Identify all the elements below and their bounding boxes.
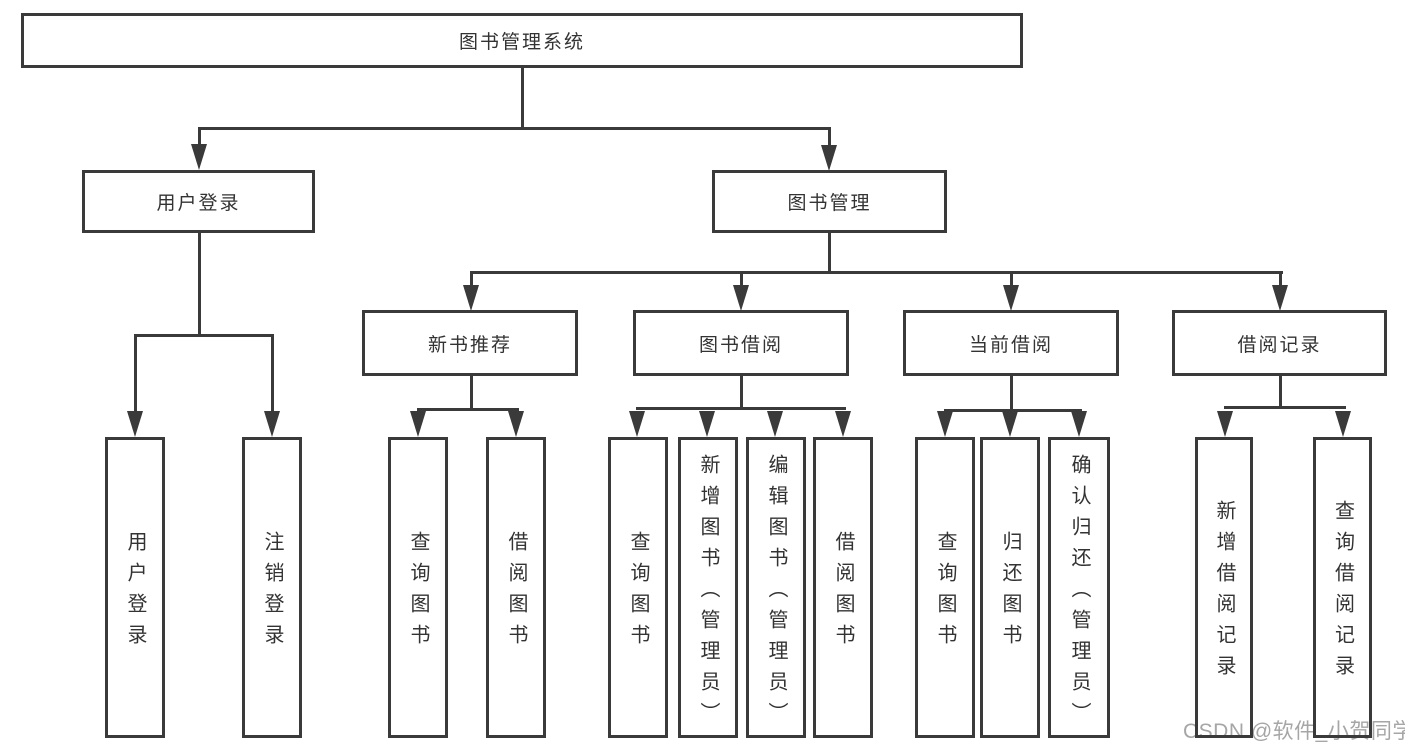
arrow-down-icon [127,411,143,437]
node-book-borrow: 图书借阅 [633,310,849,376]
connector-line [270,334,274,413]
arrow-down-icon [410,411,426,437]
node-new-book-recommend: 新书推荐 [362,310,578,376]
leaf-label: 查询图书 [407,531,429,655]
arrow-down-icon [1217,411,1233,437]
connector-line [635,407,846,410]
leaf-label: 借阅图书 [832,531,854,655]
connector-line [1009,376,1013,412]
arrow-down-icon [629,411,645,437]
node-user-login: 用户登录 [82,170,315,233]
leaf-label: 确认归还（管理员） [1068,453,1090,733]
connector-line [133,334,137,413]
leaf-label: 借阅图书 [505,531,527,655]
node-root-system: 图书管理系统 [21,13,1023,68]
leaf-current-return-books: 归还图书 [980,437,1040,738]
arrow-down-icon [508,411,524,437]
leaf-label: 编辑图书（管理员） [765,453,787,733]
arrow-down-icon [767,411,783,437]
arrow-down-icon [191,144,207,170]
leaf-current-confirm-return-admin: 确认归还（管理员） [1048,437,1110,738]
connector-line [416,408,519,411]
leaf-rec-borrow-books: 借阅图书 [486,437,546,738]
leaf-label: 新增图书（管理员） [697,453,719,733]
connector-line [133,334,274,337]
node-label: 当前借阅 [968,334,1053,356]
node-borrow-records: 借阅记录 [1172,310,1387,376]
arrow-down-icon [699,411,715,437]
arrow-down-icon [1071,411,1087,437]
leaf-current-query-books: 查询图书 [915,437,975,738]
connector-line [469,376,473,411]
node-label: 图书借阅 [698,334,783,356]
connector-line [197,127,831,130]
connector-line [1278,271,1282,288]
leaf-label: 注销登录 [261,531,283,655]
connector-line [827,233,831,274]
leaf-label: 查询图书 [627,531,649,655]
leaf-borrow-query-books: 查询图书 [608,437,668,738]
connector-line [469,271,473,288]
arrow-down-icon [1003,285,1019,311]
connector-line [1009,271,1013,288]
arrow-down-icon [1335,411,1351,437]
leaf-logout: 注销登录 [242,437,302,738]
arrow-down-icon [1272,285,1288,311]
leaf-label: 查询借阅记录 [1331,500,1354,686]
arrow-down-icon [264,411,280,437]
node-current-borrow: 当前借阅 [903,310,1119,376]
csdn-watermark: CSDN @软件_小贺同学 [1183,720,1405,743]
connector-line [739,376,743,410]
connector-line [943,409,1082,412]
leaf-borrow-borrow-books: 借阅图书 [813,437,873,738]
leaf-borrow-add-books-admin: 新增图书（管理员） [678,437,738,738]
arrow-down-icon [463,285,479,311]
node-label: 新书推荐 [427,334,512,356]
leaf-label: 新增借阅记录 [1213,500,1235,686]
node-label: 借阅记录 [1237,334,1322,356]
leaf-label: 归还图书 [999,531,1021,655]
leaf-label: 用户登录 [124,531,146,655]
connector-line [197,233,201,337]
leaf-records-query-record: 查询借阅记录 [1313,437,1372,738]
leaf-rec-query-books: 查询图书 [388,437,448,738]
leaf-label: 查询图书 [934,531,956,655]
connector-line [739,271,743,288]
arrow-down-icon [835,411,851,437]
connector-line [197,127,201,148]
arrow-down-icon [821,145,837,171]
node-label: 图书管理 [787,193,872,214]
leaf-borrow-edit-books-admin: 编辑图书（管理员） [746,437,806,738]
connector-line [1223,406,1346,409]
node-label: 图书管理系统 [458,32,585,53]
connector-line [469,271,1283,274]
connector-line [520,67,524,129]
connector-line [827,127,831,148]
arrow-down-icon [937,411,953,437]
arrow-down-icon [733,285,749,311]
arrow-down-icon [1002,411,1018,437]
connector-line [1278,376,1282,409]
node-label: 用户登录 [156,193,241,214]
leaf-user-login: 用户登录 [105,437,165,738]
leaf-records-add-record: 新增借阅记录 [1195,437,1253,738]
node-book-management: 图书管理 [712,170,947,233]
